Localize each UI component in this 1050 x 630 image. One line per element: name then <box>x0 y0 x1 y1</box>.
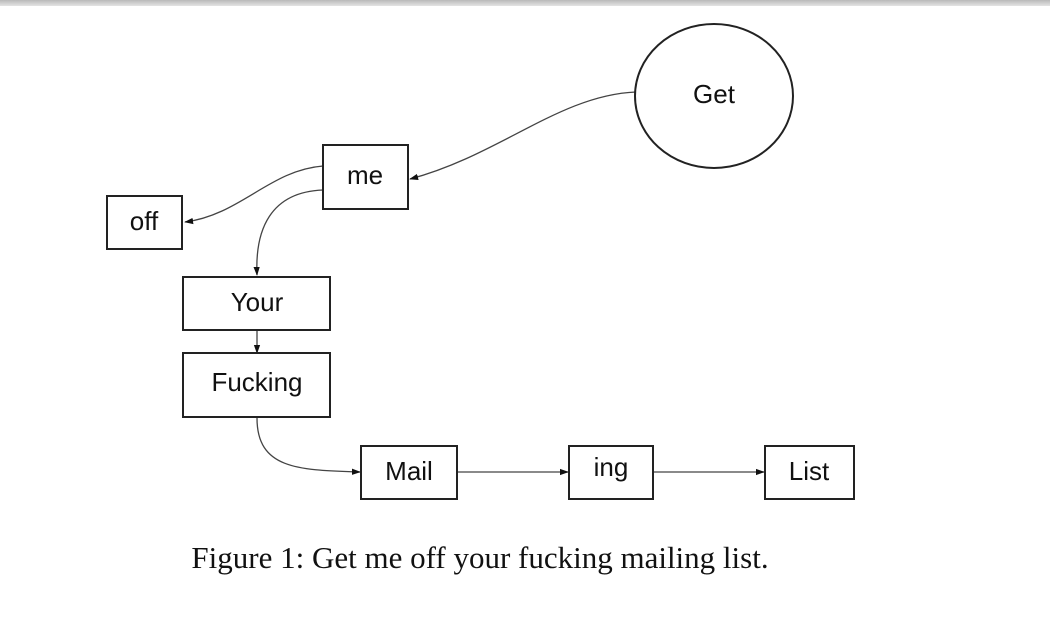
window-top-border <box>0 0 1050 6</box>
node-get: Get <box>634 23 794 169</box>
edge-me-to-off <box>184 165 324 225</box>
node-me: me <box>322 144 409 210</box>
node-list-label: List <box>789 456 830 486</box>
figure-caption: Figure 1: Get me off your fucking mailin… <box>191 540 769 575</box>
node-mail: Mail <box>360 445 458 500</box>
node-ing: ing <box>568 445 654 500</box>
flow-diagram: Get me off Your Fucking Mail ing List <box>106 23 855 500</box>
node-your: Your <box>182 276 331 331</box>
node-list: List <box>764 445 855 500</box>
node-off-label: off <box>130 206 159 236</box>
edge-get-to-me <box>409 91 637 180</box>
node-off: off <box>106 195 183 250</box>
node-get-label: Get <box>693 79 736 109</box>
node-mail-label: Mail <box>385 456 433 486</box>
node-fucking-label: Fucking <box>211 367 302 397</box>
node-me-label: me <box>347 160 383 190</box>
node-ing-label: ing <box>594 452 629 482</box>
edge-fucking-to-mail <box>256 417 361 475</box>
node-your-label: Your <box>231 287 284 317</box>
edge-me-to-your <box>253 189 324 276</box>
node-fucking: Fucking <box>182 352 331 418</box>
